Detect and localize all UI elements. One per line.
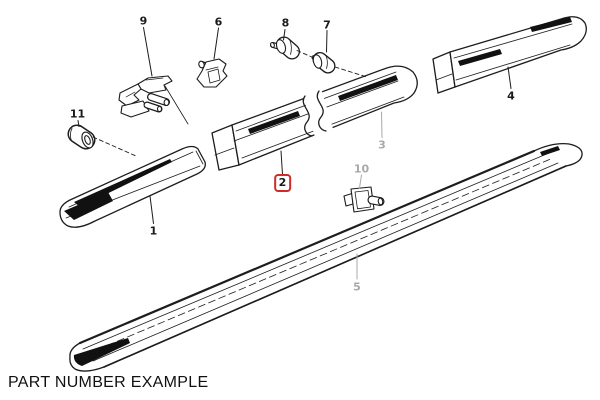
part-number-example-caption: PART NUMBER EXAMPLE <box>8 374 209 391</box>
assembly-dashed-lines <box>92 50 368 157</box>
part-11-grommet-drawing <box>67 124 96 150</box>
leader-11 <box>77 120 80 127</box>
part-5-tip-shading <box>73 338 130 366</box>
dashed-line-8-to-7 <box>296 50 314 58</box>
dashed-line-7-to-moulding <box>334 66 368 78</box>
moulding-break-band <box>303 88 333 137</box>
leader-lines <box>77 27 512 224</box>
part-1-moulding-drawing <box>59 145 206 228</box>
callout-10: 10 <box>353 162 370 176</box>
callout-2-highlighted[interactable]: 2 <box>273 173 292 192</box>
part-5-moulding-drawing <box>69 143 583 372</box>
part-7-grommet-drawing <box>311 52 336 74</box>
part-8-grommet-drawing <box>270 36 300 60</box>
callout-7[interactable]: 7 <box>323 18 331 31</box>
pointer-line-9 <box>164 85 189 125</box>
part-6-clip-drawing <box>196 58 228 88</box>
leader-10 <box>359 174 362 189</box>
callout-4[interactable]: 4 <box>507 89 515 102</box>
callout-5: 5 <box>353 280 361 293</box>
leader-7 <box>326 30 328 53</box>
part-1-tip-shading <box>64 192 113 220</box>
callout-11[interactable]: 11 <box>69 107 86 121</box>
part-10-clip-drawing <box>343 186 385 213</box>
callout-8[interactable]: 8 <box>281 16 290 30</box>
callout-6[interactable]: 6 <box>214 15 223 28</box>
dashed-line-11-to-1 <box>92 136 137 157</box>
leader-6 <box>213 27 219 60</box>
part-9-clip-drawing <box>118 75 173 118</box>
part-4-moulding-drawing <box>432 16 587 94</box>
leader-9 <box>143 27 153 77</box>
callout-3: 3 <box>378 138 386 151</box>
leader-2 <box>280 150 283 175</box>
callout-1[interactable]: 1 <box>149 224 158 238</box>
leader-3 <box>381 111 383 138</box>
leader-1 <box>149 195 154 224</box>
leader-4 <box>507 66 512 89</box>
part-2-3-moulding-drawing <box>211 65 418 171</box>
muted-leader-lines <box>356 111 383 280</box>
callout-9[interactable]: 9 <box>139 14 148 28</box>
leader-8 <box>283 29 286 41</box>
